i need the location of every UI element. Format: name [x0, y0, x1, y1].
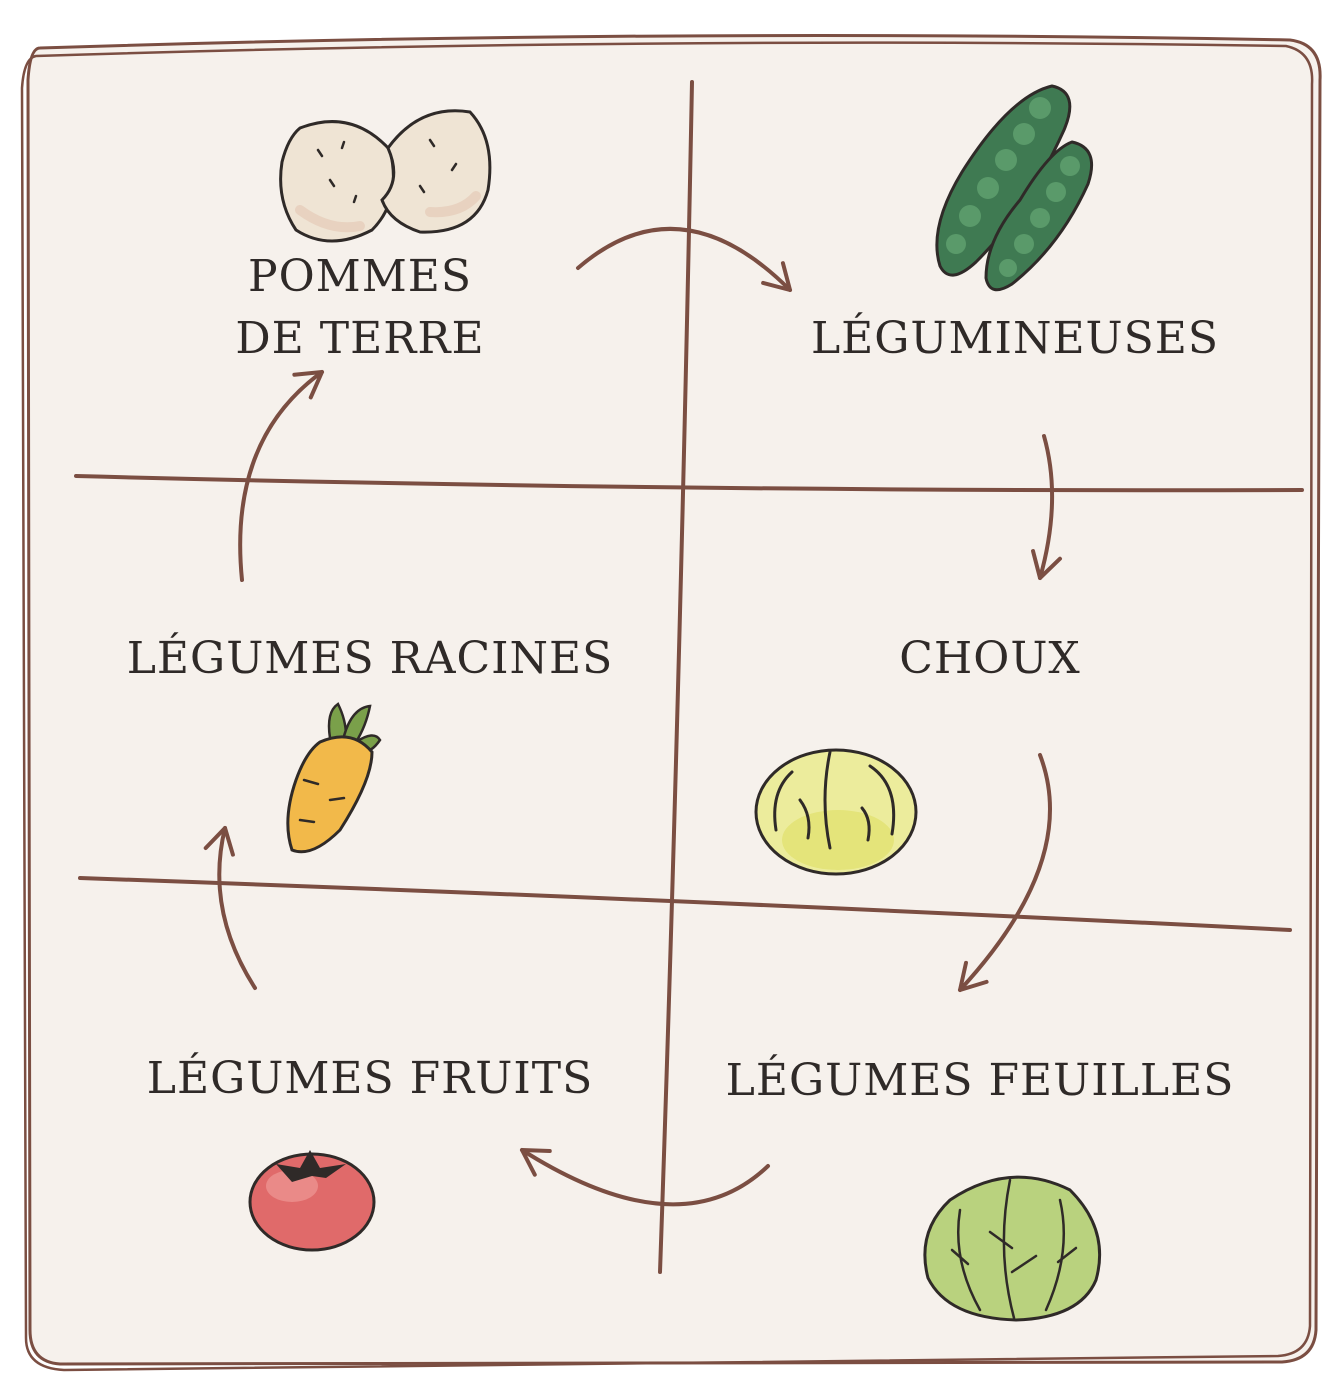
arrow-choux-to-feuilles	[958, 753, 1052, 992]
label-pommes-de-terre-line1: POMMES	[247, 251, 473, 302]
grid-vertical-line	[658, 80, 694, 1274]
cabbage-icon	[754, 748, 918, 876]
label-pommes-de-terre: POMMES DE TERRE	[220, 246, 500, 370]
paper-sheet	[26, 34, 1322, 1366]
label-legumineuses: LÉGUMINEUSES	[810, 313, 1220, 364]
label-pommes-de-terre-line2: DE TERRE	[235, 313, 485, 364]
lettuce-icon	[923, 1175, 1102, 1322]
pea-pod-icon	[935, 84, 1093, 292]
grid-horizontal-line-top	[74, 474, 1304, 493]
paper-border-inner	[20, 41, 1314, 1372]
label-legumes-feuilles: LÉGUMES FEUILLES	[725, 1055, 1235, 1106]
carrot-icon	[286, 702, 382, 854]
grid-horizontal-line-bottom	[78, 876, 1292, 932]
label-legumes-fruits: LÉGUMES FRUITS	[146, 1053, 594, 1104]
arrow-fruits-to-racines	[203, 826, 257, 990]
label-choux: CHOUX	[899, 633, 1081, 684]
arrow-feuilles-to-fruits	[520, 1148, 770, 1207]
tomato-icon	[248, 1150, 376, 1252]
arrow-pommes-to-legumineuses	[576, 227, 792, 292]
arrow-legumineuses-to-choux	[1031, 434, 1062, 580]
potato-icon	[279, 109, 492, 243]
label-legumes-racines: LÉGUMES RACINES	[126, 633, 614, 684]
arrow-racines-to-pommes	[238, 370, 324, 582]
